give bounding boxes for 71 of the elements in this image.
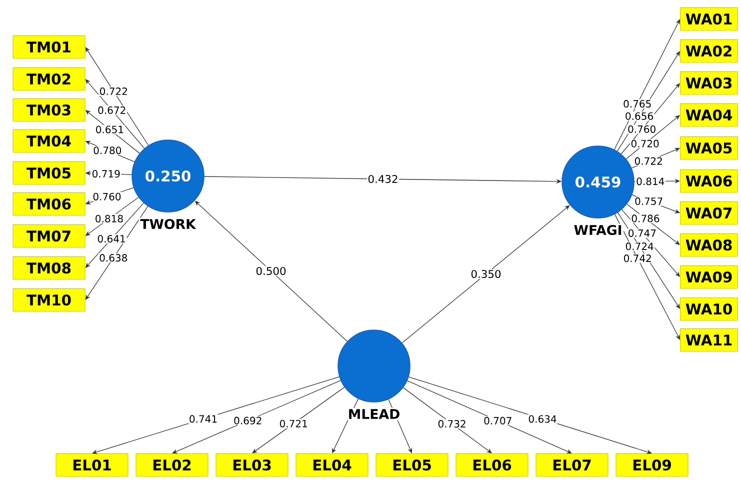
edge-label: 0.814 [635,176,666,186]
indicator-box: TM10 [12,288,86,312]
indicator-box: WA02 [680,39,738,63]
edge-label: 0.638 [98,253,129,262]
indicator-box: WA11 [680,328,738,352]
indicator-box: EL04 [296,453,368,477]
edge-label: 0.641 [96,234,127,244]
edge-label: 0.742 [622,254,653,263]
edge-label: 0.786 [630,214,661,224]
edge-label: 0.765 [622,99,652,108]
edge-label: 0.721 [278,419,309,428]
indicator-box: WA03 [680,71,738,95]
construct-label: MLEAD [346,408,402,420]
edge-label: 0.656 [624,112,654,121]
edge-label: 0.719 [91,169,122,178]
indicator-box: WA04 [680,103,738,127]
edge-label: 0.707 [482,416,513,426]
indicator-box: WA08 [680,233,738,257]
arrow [85,206,148,300]
edge-label: 0.432 [366,174,400,184]
indicator-box: WA07 [680,201,738,225]
indicator-box: EL07 [536,453,608,477]
edge-label: 0.724 [624,242,655,251]
edge-label: 0.500 [254,266,288,276]
arrow [85,47,149,146]
indicator-box: TM02 [12,67,86,91]
indicator-box: EL06 [456,453,528,477]
arrow [92,376,340,454]
arrow [172,380,341,454]
edge-label: 0.634 [527,414,558,424]
indicator-box: TM06 [12,192,86,216]
indicator-box: WA01 [680,7,738,31]
edge-label: 0.350 [470,269,502,279]
edge-label: 0.732 [436,419,468,428]
edge-label: 0.747 [627,228,658,238]
indicator-box: TM03 [12,98,86,122]
indicator-box: EL02 [136,453,208,477]
edge-label: 0.760 [92,192,122,202]
arrow [85,79,145,149]
indicator-box: WA05 [680,136,738,160]
arrow [402,387,492,454]
indicator-box: TM04 [12,129,86,153]
edge-label: 0.672 [96,106,127,115]
indicator-box: EL05 [376,453,448,477]
arrow [402,205,570,344]
indicator-box: EL09 [616,453,688,477]
edge-label: 0.722 [633,156,664,166]
edge-label: 0.757 [634,196,664,206]
indicator-box: EL01 [56,453,128,477]
latent-circle [338,330,410,402]
construct-label: TWORK [138,218,198,230]
construct-label: WFAGI [572,224,624,236]
arrow [406,380,572,454]
indicator-box: WA06 [680,169,738,193]
indicator-box: WA10 [680,297,738,321]
indicator-box: TM08 [12,256,86,280]
edge-label: 0.818 [94,214,124,224]
arrow [252,386,345,454]
edge-label: 0.741 [188,414,218,424]
arrow [614,19,680,150]
edge-label: 0.651 [94,124,125,134]
edge-label: 0.760 [626,124,657,134]
edge-label: 0.692 [232,416,263,426]
indicator-box: TM05 [12,161,86,185]
edge-label: 0.780 [92,146,123,155]
indicator-box: TM07 [12,224,86,248]
indicator-box: EL03 [216,453,288,477]
indicator-box: WA09 [680,265,738,289]
edge-label: 0.720 [630,139,660,148]
indicator-box: TM01 [12,35,86,59]
edge-label: 0.722 [98,86,129,96]
